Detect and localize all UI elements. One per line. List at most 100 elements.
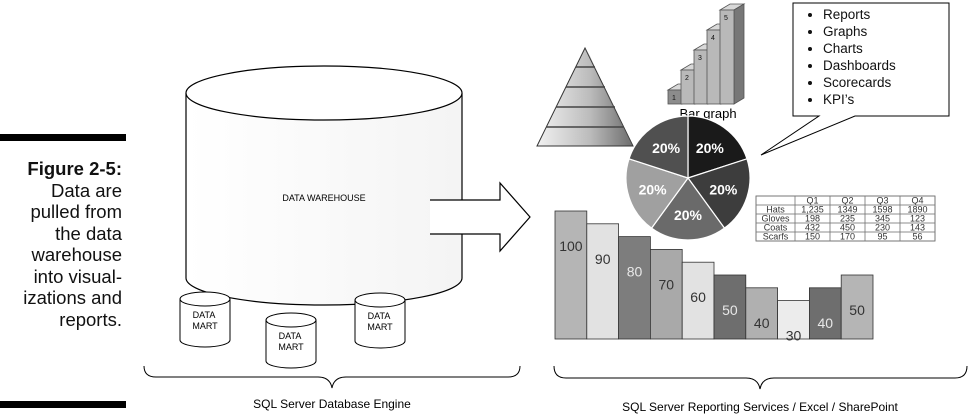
table-cell: 1,235 bbox=[801, 205, 824, 215]
data-mart-3-label: DATA MART bbox=[367, 311, 393, 332]
pie-slice-label: 20% bbox=[639, 181, 668, 197]
table-cell: 450 bbox=[840, 223, 855, 233]
table-cell: 235 bbox=[840, 214, 855, 224]
bar bbox=[681, 261, 715, 340]
pie-chart: 20% 20% 20% 20% 20% bbox=[625, 115, 751, 241]
stair-step-label: 5 bbox=[724, 15, 728, 22]
caption-text: Figure 2-5: Data are pulled from the dat… bbox=[0, 158, 122, 330]
table-cell: 1890 bbox=[907, 205, 927, 215]
pie-slice bbox=[628, 115, 689, 179]
bar-value-label: 70 bbox=[659, 276, 675, 292]
data-mart-2-word-1: DATA bbox=[279, 331, 302, 341]
data-mart-3-word-1: DATA bbox=[368, 311, 391, 321]
bar bbox=[554, 210, 588, 340]
table-cell: Q4 bbox=[911, 196, 923, 206]
left-brace bbox=[143, 365, 521, 389]
table-cell: 150 bbox=[805, 232, 820, 242]
bar-value-label: 40 bbox=[818, 315, 834, 331]
stair-step-label: 2 bbox=[685, 75, 689, 82]
table-cell: 1349 bbox=[837, 205, 857, 215]
table-cell: Q1 bbox=[806, 196, 818, 206]
pyramid-graphic bbox=[536, 46, 634, 147]
table-cell: Q3 bbox=[876, 196, 888, 206]
caption-line: the data bbox=[55, 222, 122, 244]
pie-slice bbox=[650, 176, 726, 241]
stair-step-label: 1 bbox=[672, 95, 676, 102]
bar-value-label: 50 bbox=[849, 302, 865, 318]
pie-slice bbox=[687, 115, 748, 179]
data-mart-3-word-2: MART bbox=[367, 322, 393, 332]
data-mart-2 bbox=[265, 312, 317, 369]
table-cell: Gloves bbox=[761, 214, 790, 224]
table-cell: Coats bbox=[764, 223, 788, 233]
table-cell: 170 bbox=[840, 232, 855, 242]
stair-step-label: 3 bbox=[698, 55, 702, 62]
table-frame bbox=[755, 195, 936, 242]
bar-value-label: 60 bbox=[690, 289, 706, 305]
stair-bar-graph: 1 2 3 4 5 bbox=[666, 3, 746, 105]
table-cell: 123 bbox=[910, 214, 925, 224]
table-cell: 345 bbox=[875, 214, 890, 224]
table-cell-box bbox=[899, 231, 936, 242]
callout-item: Charts bbox=[823, 40, 896, 57]
caption-line: warehouse bbox=[31, 244, 122, 265]
callout-item: Graphs bbox=[823, 23, 896, 40]
bar-value-label: 80 bbox=[627, 264, 643, 280]
table-cell: 198 bbox=[805, 214, 820, 224]
left-brace-label: SQL Server Database Engine bbox=[253, 397, 411, 411]
pie-slice-label: 20% bbox=[696, 140, 725, 156]
data-mart-1 bbox=[179, 291, 231, 348]
table-cell: Q2 bbox=[841, 196, 853, 206]
data-mart-1-word-2: MART bbox=[192, 321, 218, 331]
stair-step: 5 bbox=[718, 3, 746, 105]
bar-value-label: 100 bbox=[559, 238, 583, 254]
pie-slice-label: 20% bbox=[709, 181, 738, 197]
right-brace bbox=[553, 365, 968, 390]
bar bbox=[745, 287, 778, 340]
bar bbox=[650, 248, 683, 340]
table-cell: 143 bbox=[910, 223, 925, 233]
bar bbox=[586, 223, 619, 340]
pie-slice bbox=[687, 158, 751, 229]
bar-chart: 100 90 80 70 60 50 40 30 40 50 bbox=[554, 210, 874, 344]
callout-box bbox=[760, 2, 950, 156]
caption-top-rule bbox=[0, 134, 126, 141]
table-cell: Hats bbox=[766, 205, 785, 215]
caption-line: reports. bbox=[59, 308, 122, 330]
callout-list: Reports Graphs Charts Dashboards Scoreca… bbox=[799, 6, 896, 108]
pie-slice-label: 20% bbox=[652, 140, 681, 156]
callout-item: Scorecards bbox=[823, 74, 896, 91]
caption-line: izations and bbox=[23, 287, 122, 308]
figure-label: Figure 2-5: bbox=[27, 158, 122, 179]
data-mart-1-label: DATA MART bbox=[192, 310, 218, 331]
data-mart-2-word-2: MART bbox=[278, 342, 304, 352]
bar-value-label: 50 bbox=[722, 302, 738, 318]
data-mart-1-word-1: DATA bbox=[193, 310, 216, 320]
table-cell: 230 bbox=[875, 223, 890, 233]
stair-step-label: 4 bbox=[711, 35, 715, 42]
bar-value-label: 40 bbox=[754, 315, 770, 331]
callout-item: KPI’s bbox=[823, 91, 896, 108]
bar bbox=[618, 236, 651, 340]
caption-bottom-rule bbox=[0, 401, 126, 408]
table-cell: 432 bbox=[805, 223, 820, 233]
right-brace-label: SQL Server Reporting Services / Excel / … bbox=[622, 400, 898, 414]
data-warehouse-cylinder bbox=[185, 65, 463, 306]
data-mart-3 bbox=[354, 292, 406, 349]
callout-item: Reports bbox=[823, 6, 896, 23]
caption-line: into visual- bbox=[33, 265, 122, 287]
callout-item: Dashboards bbox=[823, 57, 896, 74]
pie-slice bbox=[625, 158, 689, 229]
bar-value-label: 90 bbox=[595, 251, 611, 267]
bar-value-label: 30 bbox=[786, 328, 802, 344]
data-warehouse-label: DATA WAREHOUSE bbox=[282, 193, 365, 203]
table-cell: Scarfs bbox=[763, 232, 789, 242]
pie-slice-label: 20% bbox=[674, 207, 703, 223]
bar bbox=[777, 300, 810, 340]
table-cell: 95 bbox=[877, 232, 887, 242]
caption-line: Data are bbox=[51, 179, 122, 201]
